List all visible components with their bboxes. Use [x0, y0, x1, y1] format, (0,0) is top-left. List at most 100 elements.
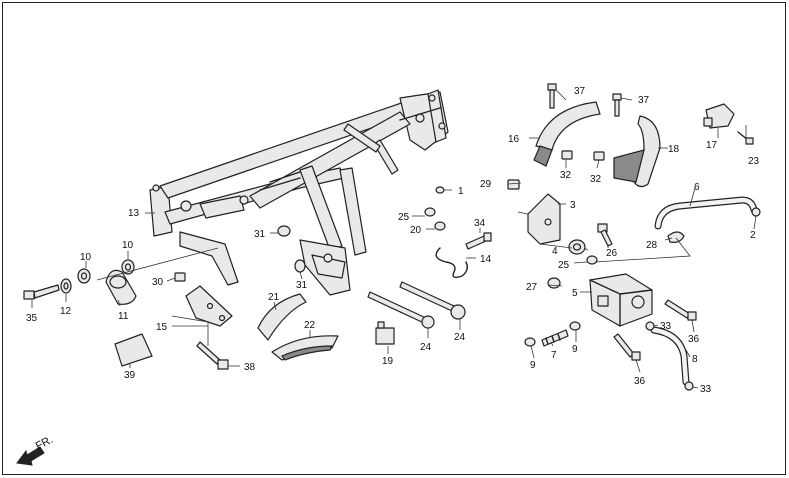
callout-9-b: 9: [572, 344, 578, 355]
clip-part-2: [751, 207, 761, 217]
callout-14: 14: [480, 254, 492, 265]
callout-4: 4: [552, 246, 558, 257]
bolt-part-35: [23, 284, 60, 300]
callout-6: 6: [694, 182, 700, 193]
nut-part-30: [174, 272, 186, 282]
callout-27: 27: [526, 282, 538, 293]
callout-33-b: 33: [700, 384, 712, 395]
callout-22: 22: [304, 320, 316, 331]
callout-5: 5: [572, 288, 578, 299]
washer-part-25-a: [424, 207, 436, 217]
nut-part-32-b: [593, 151, 605, 161]
rubber-block-part-19: [375, 321, 395, 345]
callout-7: 7: [551, 350, 557, 361]
front-direction-label: FR.: [34, 434, 55, 453]
callout-1: 1: [458, 186, 464, 197]
callout-25-b: 25: [558, 260, 570, 271]
clip-part-9-b: [569, 321, 581, 331]
callout-24-b: 24: [454, 332, 466, 343]
nut-part-29: [507, 179, 520, 190]
bushing-part-10-a: [77, 268, 91, 284]
spring-part-14: [435, 247, 469, 279]
callout-32-a: 32: [560, 170, 572, 181]
clamp-part-33-a: [645, 321, 655, 331]
hose-part-8: [650, 326, 690, 386]
callout-30: 30: [152, 277, 164, 288]
callout-24-a: 24: [420, 342, 432, 353]
plate-part-39: [114, 333, 153, 367]
callout-labels: 1 2 3 4 5 6 7 8 9 9 10 10 11 12 13 14 15…: [26, 86, 760, 395]
bolt-part-36-a: [664, 299, 697, 321]
callout-16: 16: [508, 134, 520, 145]
callout-36-a: 36: [688, 334, 700, 345]
grab-bar-part-16: [533, 101, 601, 167]
callout-37-b: 37: [638, 95, 650, 106]
main-frame-part-13: [149, 89, 449, 296]
clip-part-28: [667, 231, 685, 243]
callout-28: 28: [646, 240, 658, 251]
callout-3: 3: [570, 200, 576, 211]
callout-29: 29: [480, 179, 492, 190]
callout-21: 21: [268, 292, 280, 303]
hose-part-6: [654, 196, 758, 230]
bolt-part-36-b: [613, 333, 641, 361]
side-cover-part-21: [257, 293, 307, 341]
callout-10-a: 10: [80, 252, 92, 263]
callout-9-a: 9: [530, 360, 536, 371]
long-bolt-part-24-b: [399, 281, 466, 320]
pump-part-5: [589, 273, 653, 327]
ring-part-4: [568, 239, 586, 255]
callout-2: 2: [750, 230, 756, 241]
bracket-part-15: [185, 285, 233, 327]
callout-26: 26: [606, 248, 618, 259]
callout-32-b: 32: [590, 174, 602, 185]
callout-25-a: 25: [398, 212, 410, 223]
rubber-mount-part-11: [105, 269, 137, 305]
bolt-part-34: [465, 232, 492, 250]
callout-10-b: 10: [122, 240, 134, 251]
bolt-part-38: [196, 341, 229, 370]
callout-34: 34: [474, 218, 486, 229]
callout-17: 17: [706, 140, 718, 151]
bushing-part-31-b: [294, 259, 306, 273]
callout-15: 15: [156, 322, 168, 333]
callout-33-a: 33: [660, 321, 672, 332]
callout-31-a: 31: [254, 229, 266, 240]
callout-19: 19: [382, 356, 394, 367]
callout-13: 13: [128, 208, 140, 219]
callout-20: 20: [410, 225, 422, 236]
grab-bar-part-18: [613, 115, 661, 188]
clamp-part-17: [703, 103, 735, 129]
bushing-part-31-a: [277, 225, 291, 237]
bracket-part-3: [527, 193, 561, 245]
leader-lines: [31, 89, 757, 389]
callout-11: 11: [118, 311, 129, 322]
clip-part-9-a: [524, 337, 536, 347]
callout-36-b: 36: [634, 376, 646, 387]
bolt-part-37-a: [547, 83, 557, 109]
washer-part-25-b: [586, 255, 598, 265]
front-direction-arrow: FR.: [16, 434, 55, 466]
spring-part-7: [541, 329, 569, 347]
bolt-part-26: [597, 223, 613, 247]
callout-18: 18: [668, 144, 680, 155]
bolt-part-37-b: [612, 93, 622, 117]
clamp-part-33-b: [684, 381, 694, 391]
bolt-part-23: [737, 131, 754, 145]
callout-12: 12: [60, 306, 72, 317]
bushing-part-10-b: [121, 259, 135, 275]
callout-23: 23: [748, 156, 760, 167]
callout-39: 39: [124, 370, 136, 381]
arrow-icon: [16, 446, 45, 466]
washer-part-12: [60, 278, 72, 294]
side-cover-part-22: [271, 335, 339, 361]
nut-part-32-a: [561, 150, 573, 160]
callout-38: 38: [244, 362, 256, 373]
washer-part-20: [434, 221, 446, 231]
callout-37-a: 37: [574, 86, 586, 97]
nut-part-1: [435, 186, 445, 194]
callout-8: 8: [692, 354, 698, 365]
washer-part-27: [547, 277, 561, 289]
